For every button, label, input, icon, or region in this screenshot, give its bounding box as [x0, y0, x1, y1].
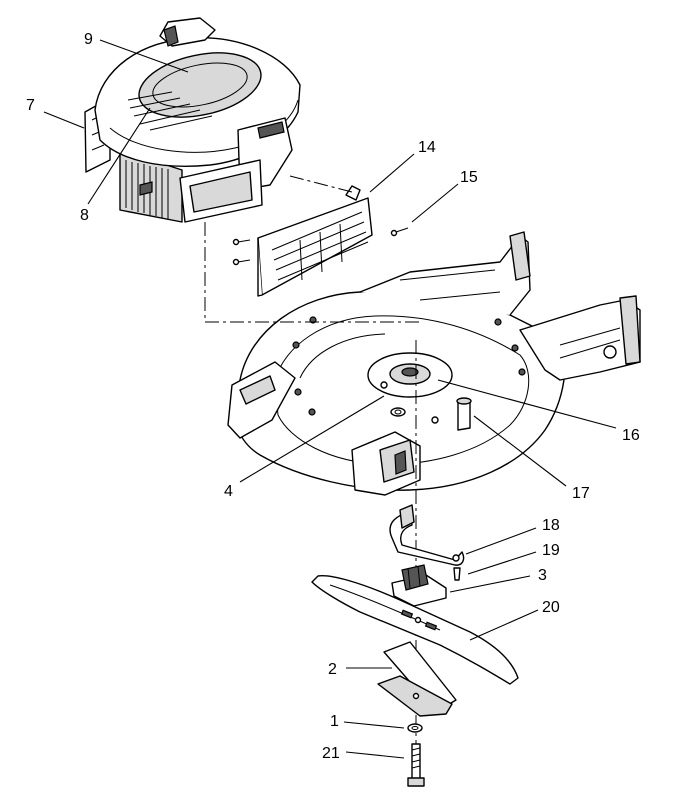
- leader-8: [87, 107, 151, 205]
- blade-stiffener: [377, 641, 457, 717]
- mower-blade: [311, 575, 519, 685]
- screw-19: [453, 567, 461, 581]
- callout-15: 15: [460, 169, 478, 186]
- leader-17: [473, 415, 567, 487]
- leader-9: [99, 39, 189, 73]
- callout-18: 18: [542, 517, 560, 534]
- blade-adapter: [391, 564, 447, 607]
- callout-9: 9: [84, 31, 93, 48]
- leader-1: [343, 721, 405, 729]
- blade-brake-bracket: [389, 504, 465, 566]
- leader-14: [369, 153, 415, 193]
- engine-alignment-line: [204, 222, 420, 323]
- callout-17: 17: [572, 485, 590, 502]
- blade-bolt: [407, 743, 425, 787]
- callout-14: 14: [418, 139, 436, 156]
- leader-21: [345, 751, 405, 759]
- leader-19: [467, 551, 537, 575]
- callout-4: 4: [224, 483, 233, 500]
- callout-8: 8: [80, 207, 89, 224]
- callout-2: 2: [328, 661, 337, 678]
- callout-16: 16: [622, 427, 640, 444]
- leader-3: [449, 575, 531, 593]
- leader-16: [437, 379, 617, 429]
- callout-20: 20: [542, 599, 560, 616]
- engine-assembly: [84, 17, 301, 223]
- screw-15: [390, 227, 409, 237]
- callout-3: 3: [538, 567, 547, 584]
- mower-deck: [227, 231, 641, 496]
- leader-15: [411, 183, 459, 223]
- callout-21: 21: [322, 745, 340, 762]
- leader-18: [465, 527, 537, 555]
- leader-20: [469, 609, 539, 641]
- callout-19: 19: [542, 542, 560, 559]
- deflector-guard: [232, 185, 373, 297]
- washer: [407, 723, 423, 733]
- leader-4: [239, 395, 385, 483]
- callout-1: 1: [330, 713, 339, 730]
- leader-7: [43, 111, 85, 129]
- deflector-alignment-line: [289, 175, 353, 193]
- callout-7: 7: [26, 97, 35, 114]
